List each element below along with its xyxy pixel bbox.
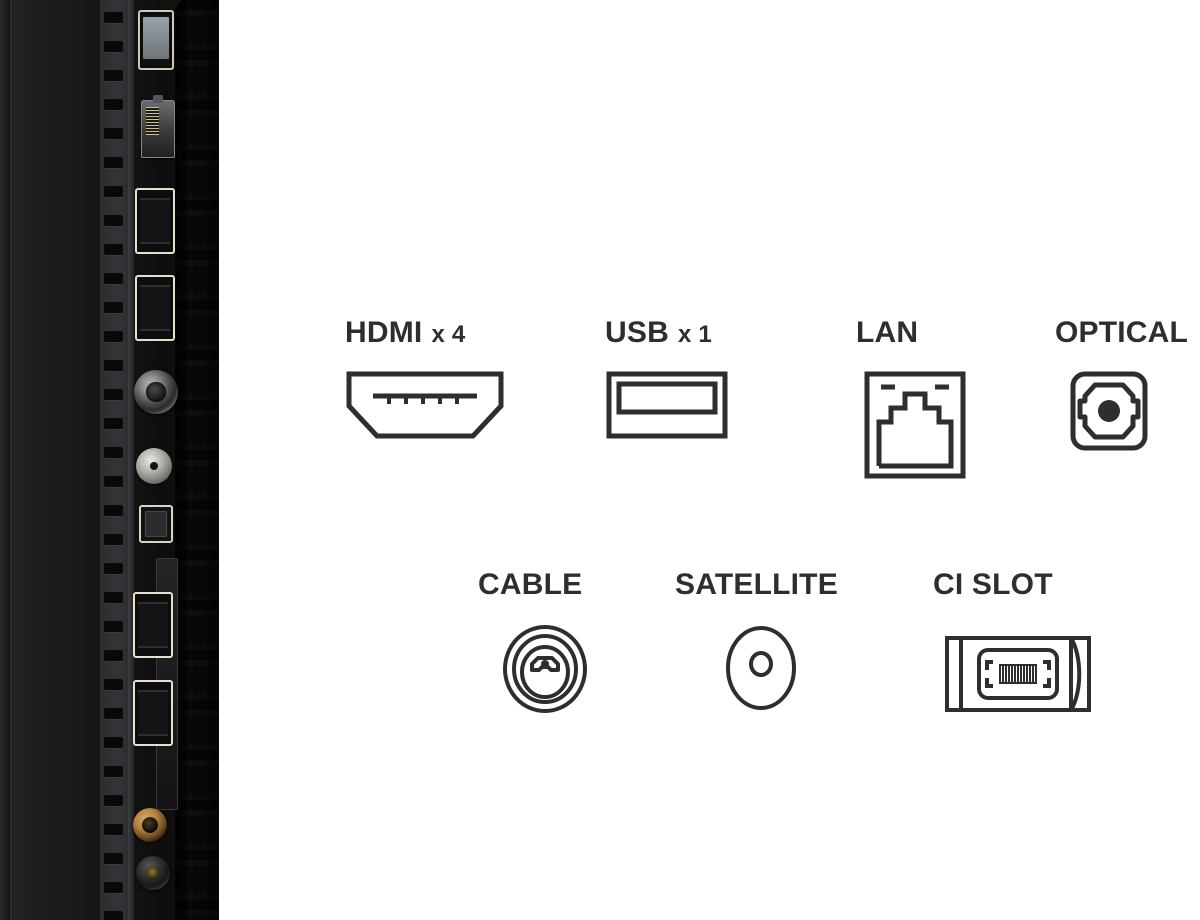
rj45-ethernet-icon: [863, 370, 967, 480]
tv-bezel-edge: [0, 0, 10, 920]
cable-label-text: CABLE: [478, 568, 583, 601]
tv-ventilation-slot: [104, 476, 123, 487]
legend-item-hdmi: HDMI x 4: [345, 318, 545, 440]
ci-slot-label: CI SLOT: [933, 570, 1143, 600]
tv-ventilation-slot: [104, 911, 123, 920]
tv-ventilation-slot: [104, 186, 123, 197]
legend-item-cable: CABLE: [478, 570, 658, 714]
tv-ventilation-slot: [104, 418, 123, 429]
tv-satellite-port-pin: [149, 461, 159, 471]
tv-hdmi-port: [135, 275, 175, 341]
legend-item-ci-slot: CI SLOT: [933, 570, 1143, 724]
tv-satellite-port: [136, 448, 172, 484]
hdmi-connector-icon: [345, 370, 505, 440]
tv-hdmi-port-slot: [138, 602, 168, 648]
tv-ventilation-slot: [104, 157, 123, 168]
tv-ventilation-slots: [104, 12, 130, 920]
tv-bezel-seam: [10, 0, 13, 920]
tv-ventilation-slot: [104, 766, 123, 777]
tv-ventilation-slot: [104, 795, 123, 806]
satellite-label-text: SATELLITE: [675, 568, 838, 601]
coaxial-cable-icon: [500, 624, 590, 714]
tv-coaxial-port: [134, 370, 178, 414]
tv-av-jack-hole: [146, 866, 160, 880]
tv-side-panel-photo: [0, 0, 219, 920]
tv-ventilation-slot: [104, 737, 123, 748]
tv-hdmi-port-slot: [140, 198, 170, 244]
tv-vent-edge: [128, 0, 134, 920]
tv-lan-port: [141, 95, 175, 158]
legend-item-satellite: SATELLITE: [675, 570, 895, 712]
tv-ventilation-slot: [104, 534, 123, 545]
tv-headphone-jack-hole: [141, 816, 159, 834]
hdmi-label-text: HDMI: [345, 316, 423, 349]
tv-ventilation-slot: [104, 331, 123, 342]
tv-ventilation-slot: [104, 273, 123, 284]
optical-label-text: OPTICAL: [1055, 316, 1189, 349]
ci-slot-label-text: CI SLOT: [933, 568, 1053, 601]
tv-rib-shading: [175, 0, 219, 920]
ci-card-slot-icon: [943, 624, 1093, 724]
legend-item-lan: LAN: [856, 318, 1016, 480]
tv-ventilation-slot: [104, 650, 123, 661]
legend-item-optical: OPTICAL: [1055, 318, 1200, 452]
satellite-label: SATELLITE: [675, 570, 895, 600]
tv-ventilation-slot: [104, 882, 123, 893]
tv-ventilation-slot: [104, 215, 123, 226]
tv-ventilation-slot: [104, 447, 123, 458]
tv-usb-port-tongue: [143, 17, 169, 59]
hdmi-label: HDMI x 4: [345, 318, 545, 348]
tv-ventilation-slot: [104, 679, 123, 690]
tv-ventilation-slot: [104, 302, 123, 313]
lan-label: LAN: [856, 318, 1016, 348]
lan-label-text: LAN: [856, 316, 919, 349]
tv-ventilation-slot: [104, 389, 123, 400]
toslink-optical-icon: [1069, 370, 1149, 452]
hdmi-quantity: x 4: [431, 321, 466, 348]
tv-optical-port-window: [145, 511, 167, 537]
tv-ventilation-slot: [104, 708, 123, 719]
tv-optical-port: [139, 505, 173, 543]
tv-ventilation-slot: [104, 592, 123, 603]
tv-ventilation-slot: [104, 505, 123, 516]
tv-ventilation-slot: [104, 563, 123, 574]
tv-hdmi-port-slot: [138, 690, 168, 736]
tv-coaxial-port-pin: [146, 382, 166, 402]
tv-headphone-jack: [133, 808, 167, 842]
tv-ventilation-slot: [104, 128, 123, 139]
tv-ventilation-slot: [104, 621, 123, 632]
satellite-f-connector-icon: [723, 624, 799, 712]
tv-ventilation-slot: [104, 12, 123, 23]
tv-lan-port-latch: [152, 95, 164, 103]
tv-hdmi-port: [135, 188, 175, 254]
tv-ventilation-slot: [104, 824, 123, 835]
tv-av-jack: [136, 856, 170, 890]
tv-ventilation-slot: [104, 41, 123, 52]
tv-rear-body: [13, 0, 100, 920]
tv-ventilation-slot: [104, 360, 123, 371]
tv-ventilation-slot: [104, 70, 123, 81]
tv-ventilation-slot: [104, 244, 123, 255]
tv-lan-port-pins: [146, 107, 159, 135]
tv-hdmi-port: [133, 592, 173, 658]
port-icon-legend: HDMI x 4 USB x 1: [219, 0, 1200, 920]
optical-label: OPTICAL: [1055, 318, 1200, 348]
tv-hdmi-port-slot: [140, 285, 170, 331]
tv-ventilation-slot: [104, 99, 123, 110]
tv-ventilation-slot: [104, 853, 123, 864]
usb-label-text: USB: [605, 316, 669, 349]
legend-item-usb: USB x 1: [605, 318, 785, 440]
cable-label: CABLE: [478, 570, 658, 600]
usb-label: USB x 1: [605, 318, 785, 348]
usb-connector-icon: [605, 370, 729, 440]
usb-quantity: x 1: [677, 321, 712, 348]
tv-usb-port: [138, 10, 174, 70]
tv-hdmi-port: [133, 680, 173, 746]
